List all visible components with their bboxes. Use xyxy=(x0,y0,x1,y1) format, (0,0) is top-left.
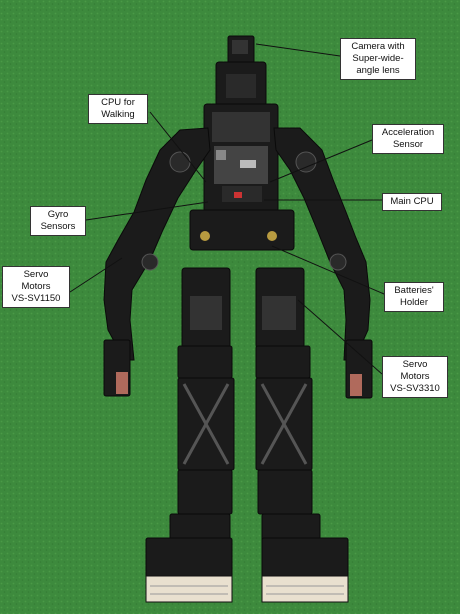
right-foot xyxy=(261,537,349,579)
label-cpu-walking: CPU for Walking xyxy=(88,94,148,124)
label-servo-sv1150: Servo Motors VS-SV1150 xyxy=(2,266,70,308)
hip-battery xyxy=(189,209,295,251)
leader-servo-sv3310 xyxy=(297,299,383,375)
label-main-cpu: Main CPU xyxy=(382,193,442,211)
leader-servo-sv1150 xyxy=(69,257,123,293)
label-batteries-holder: Batteries' Holder xyxy=(384,282,444,312)
left-knee xyxy=(177,345,233,379)
label-gyro-sensors: Gyro Sensors xyxy=(30,206,86,236)
label-camera: Camera with Super-wide- angle lens xyxy=(340,38,416,80)
leader-lines xyxy=(69,43,385,375)
label-servo-sv3310: Servo Motors VS-SV3310 xyxy=(382,356,448,398)
left-foot xyxy=(145,537,233,579)
label-acceleration-sensor: Acceleration Sensor xyxy=(372,124,444,154)
leader-batteries xyxy=(271,245,385,295)
leader-cpu-walking xyxy=(149,111,207,183)
robot xyxy=(103,35,373,603)
leader-gyro xyxy=(85,201,209,221)
leader-camera xyxy=(255,43,341,57)
right-knee xyxy=(255,345,311,379)
leader-acceleration xyxy=(269,139,373,183)
